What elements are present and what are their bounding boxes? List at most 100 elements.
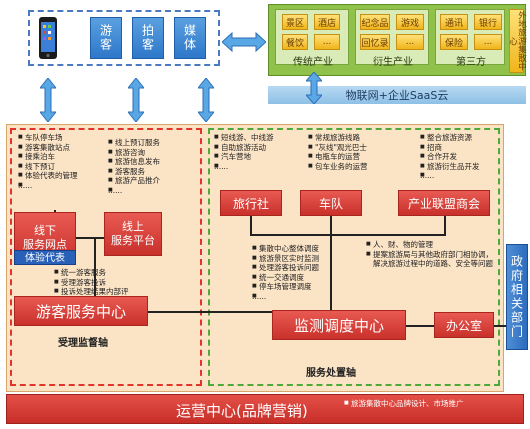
list-item: 整合旅游资源 [420, 133, 504, 143]
travel-agency-box: 旅行社 [220, 190, 282, 216]
operations-center-note: 旅游集散中心品牌设计、市场推广 [344, 399, 464, 409]
device-tile-visitor: 游客 [90, 17, 122, 59]
device-tile-photographer: 拍客 [132, 17, 164, 59]
list-item: 受理游客投诉 [54, 278, 150, 288]
list-item: 游客服务 [108, 167, 198, 177]
dispatch-list: 集散中心整体调度 旅游景区实时监测 处理游客投诉问题 统一交通调度 停车场管理调… [252, 244, 352, 302]
online-services-list: 线上预订服务 旅游咨询 旅游信息发布 游客服务 旅游产品推介 ...... [108, 138, 198, 196]
list-item: 接乘泊车 [18, 152, 108, 162]
visitor-service-center: 游客服务中心 [14, 296, 148, 326]
list-item: ...... [108, 186, 198, 196]
industry-tile: 回忆录 [360, 34, 390, 50]
connector-line [250, 216, 252, 235]
industry-tile: 银行 [474, 14, 502, 30]
industry-group-third-party: 通讯 银行 保险 ... 第三方 [435, 9, 505, 68]
list-item: 电瓶车的运营 [308, 152, 404, 162]
axis-line [405, 325, 435, 327]
experience-rep-badge: 体验代表 [14, 250, 76, 265]
external-distribution-center: 外地旅游集散中心 [508, 9, 527, 73]
list-item: 提案旅游局与其他政府部门相协调，解决旅游过程中的道路、安全等问题 [366, 250, 500, 269]
list-item: 旅游集散中心品牌设计、市场推广 [344, 399, 464, 409]
industry-tile: 餐饮 [282, 34, 308, 50]
industry-tile: 纪念品 [360, 14, 390, 30]
axis-line [148, 311, 272, 313]
connector-line [94, 238, 96, 296]
connector-line [494, 325, 506, 327]
operations-center-title: 运营中心(品牌营销) [176, 402, 308, 420]
list-item: ...... [214, 162, 304, 172]
list-item: 合作开发 [420, 152, 504, 162]
industry-group-label: 传统产业 [293, 57, 333, 68]
list-item: 旅游景区实时监测 [252, 254, 352, 264]
operations-center-band [6, 394, 524, 424]
list-item: 统一交通调度 [252, 273, 352, 283]
industry-tile: 景区 [282, 14, 308, 30]
industry-tile: ... [314, 34, 340, 50]
list-item: 短线游、中线游 [214, 133, 304, 143]
industry-group-traditional: 景区 酒店 餐饮 ... 传统产业 [275, 9, 349, 68]
list-item: 游客集散站点 [18, 143, 108, 153]
up-down-arrow-icon [196, 77, 216, 123]
industry-alliance-box: 产业联盟商会 [398, 190, 490, 216]
office-box: 办公室 [434, 312, 494, 338]
list-item: 统一游客服务 [54, 268, 150, 278]
government-departments: 政府相关部门 [506, 244, 528, 350]
list-item: ...... [420, 171, 504, 181]
double-arrow-icon [221, 31, 267, 53]
list-item: 线下预订 [18, 162, 108, 172]
up-down-arrow-icon [126, 77, 146, 123]
list-item: 自助旅游活动 [214, 143, 304, 153]
offline-box-line2: 服务网点 [23, 238, 67, 251]
device-panel: 游客 拍客 媒体 [28, 10, 220, 66]
industry-tile: ... [474, 34, 502, 50]
list-item: 处理游客投诉问题 [252, 263, 352, 273]
list-item: ...... [18, 181, 108, 191]
online-service-platform: 线上 服务平台 [104, 212, 162, 256]
up-down-arrow-icon [304, 71, 324, 105]
connector-line [330, 216, 332, 235]
offline-services-list: 车队停车场 游客集散站点 接乘泊车 线下预订 体验代表的管理 ...... [18, 133, 108, 191]
industry-tile: 酒店 [314, 14, 340, 30]
online-box-line2: 服务平台 [111, 234, 155, 247]
travel-agency-list: 短线游、中线游 自助旅游活动 汽车营地 ...... [214, 133, 304, 171]
industry-tile: 保险 [440, 34, 468, 50]
right-axis-label: 服务处置轴 [306, 368, 356, 379]
list-item: 体验代表的管理 [18, 171, 108, 181]
list-item: 停车场管理调度 [252, 282, 352, 292]
connector-line [444, 216, 446, 235]
alliance-list: 整合旅游资源 招商 合作开发 旅游衍生品开发 ...... [420, 133, 504, 181]
industry-group-derived: 纪念品 游戏 回忆录 ... 衍生产业 [355, 9, 429, 68]
fleet-list: 常规旅游线路 "灰线"观光巴士 电瓶车的运营 包车业务的运营 [308, 133, 404, 171]
online-box-line1: 线上 [122, 220, 144, 233]
smartphone-icon [38, 16, 58, 60]
list-item: 旅游咨询 [108, 148, 198, 158]
up-down-arrow-icon [38, 77, 58, 123]
list-item: 汽车营地 [214, 152, 304, 162]
list-item: ...... [252, 292, 352, 302]
list-item: "灰线"观光巴士 [308, 143, 404, 153]
industry-group-label: 第三方 [456, 57, 486, 68]
list-item: 旅游产品推介 [108, 176, 198, 186]
cloud-band: 物联网+企业SaaS云 [268, 86, 526, 104]
acceptance-supervision-area [10, 128, 202, 386]
list-item: 旅游信息发布 [108, 157, 198, 167]
list-item: 人、财、物的管理 [366, 240, 500, 250]
connector-line [250, 234, 446, 236]
industry-tile: 游戏 [396, 14, 424, 30]
industry-group-label: 衍生产业 [373, 57, 413, 68]
office-list: 人、财、物的管理 提案旅游局与其他政府部门相协调，解决旅游过程中的道路、安全等问… [366, 240, 500, 269]
list-item: 集散中心整体调度 [252, 244, 352, 254]
monitoring-dispatch-center: 监测调度中心 [272, 310, 406, 340]
fleet-box: 车队 [300, 190, 362, 216]
list-item: 车队停车场 [18, 133, 108, 143]
industry-tile: 通讯 [440, 14, 468, 30]
industry-tile: ... [396, 34, 424, 50]
list-item: 招商 [420, 143, 504, 153]
offline-box-line1: 线下 [34, 224, 56, 237]
list-item: 线上预订服务 [108, 138, 198, 148]
device-tile-media: 媒体 [174, 17, 206, 59]
industry-panel: 景区 酒店 餐饮 ... 传统产业 纪念品 游戏 回忆录 ... 衍生产业 通讯… [268, 4, 527, 76]
list-item: 常规旅游线路 [308, 133, 404, 143]
list-item: 旅游衍生品开发 [420, 162, 504, 172]
left-axis-label: 受理监督轴 [58, 338, 108, 349]
